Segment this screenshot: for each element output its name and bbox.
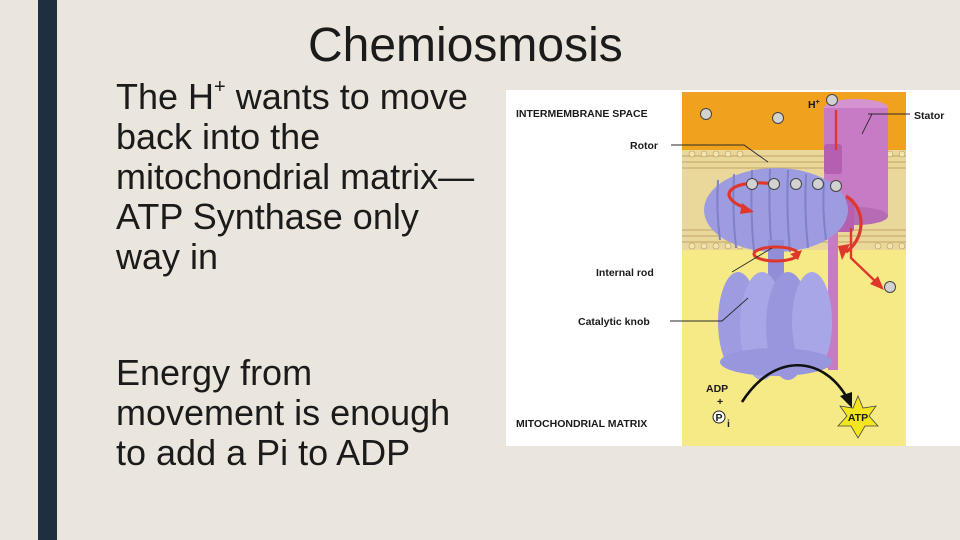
bullet-1-rest: wants to move back into the mitochondria… (116, 76, 475, 277)
rotor-label: Rotor (630, 140, 658, 152)
bullet-text-1: The H+ wants to move back into the mitoc… (116, 77, 476, 277)
stator-label: Stator (914, 110, 944, 122)
rotor (704, 168, 848, 254)
catalytic-knob-label: Catalytic knob (578, 316, 650, 328)
phosphate-subscript: i (727, 418, 730, 430)
atp-synthase-diagram: ATP INTERMEMBRANE SPACE H+ Stator Rotor … (506, 90, 960, 446)
atp-label: ATP (848, 412, 868, 424)
bullet-1-superscript: + (214, 76, 226, 98)
proton-spheres (700, 94, 896, 293)
atp-star-icon (837, 394, 879, 439)
mitochondrial-matrix-label: MITOCHONDRIAL MATRIX (516, 418, 647, 430)
plus-label: + (717, 396, 723, 408)
bullet-text-2: Energy from movement is enough to add a … (116, 352, 451, 473)
slide-title: Chemiosmosis (308, 19, 623, 72)
atp-synthase-figure: ATP INTERMEMBRANE SPACE H+ Stator Rotor … (506, 90, 960, 446)
h-ion-label: H+ (808, 99, 820, 111)
adp-label: ADP (706, 383, 728, 395)
phosphate-circle-icon (712, 410, 726, 424)
intermembrane-space-label: INTERMEMBRANE SPACE (516, 108, 648, 120)
internal-rod-label: Internal rod (596, 267, 654, 279)
phosphate-label: P (715, 412, 722, 424)
accent-sidebar (38, 0, 57, 540)
catalytic-knob (718, 272, 832, 380)
bullet-1-prefix: The H (116, 76, 215, 117)
